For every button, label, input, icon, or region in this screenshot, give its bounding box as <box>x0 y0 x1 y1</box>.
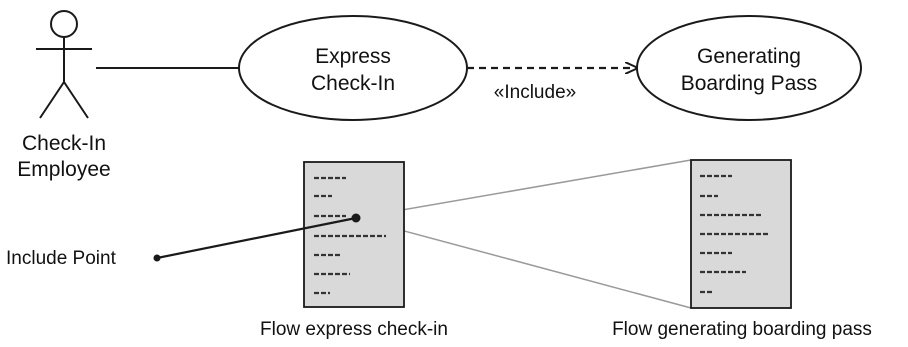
use-case-title-line1: Generating <box>697 45 801 68</box>
actor-head <box>50 10 78 38</box>
zoom-line-top <box>355 159 692 219</box>
use-case-express-check-in: Express Check-In <box>238 15 468 121</box>
flow-caption-express-check-in: Flow express check-in <box>260 319 448 340</box>
use-case-generating-boarding-pass: Generating Boarding Pass <box>636 15 862 121</box>
document-page <box>303 161 405 308</box>
document-text-lines <box>314 176 386 295</box>
actor-right-leg <box>63 81 89 119</box>
include-point-pointer <box>156 216 357 260</box>
use-case-title-line1: Express <box>315 45 391 68</box>
use-case-ellipse <box>636 15 862 121</box>
actor-left-leg <box>39 81 65 119</box>
use-case-title-line2: Boarding Pass <box>681 72 818 95</box>
include-point-label: Include Point <box>6 248 117 269</box>
actor-name-line1: Check-In <box>22 132 106 155</box>
include-point-label-dot <box>153 254 161 262</box>
document-text-lines <box>700 174 768 294</box>
document-page <box>690 159 792 309</box>
flow-caption-generating-boarding-pass: Flow generating boarding pass <box>612 319 872 340</box>
actor-name-line2: Employee <box>17 158 110 181</box>
use-case-ellipse <box>238 15 468 121</box>
include-stereotype-label: «Include» <box>494 82 576 103</box>
flow-document-generating-boarding-pass <box>690 159 792 309</box>
zoom-line-bottom <box>355 217 692 309</box>
flow-document-express-check-in <box>303 161 405 308</box>
use-case-title-line2: Check-In <box>311 72 395 95</box>
include-point-marker <box>351 213 361 223</box>
actor-figure-icon <box>36 10 92 119</box>
